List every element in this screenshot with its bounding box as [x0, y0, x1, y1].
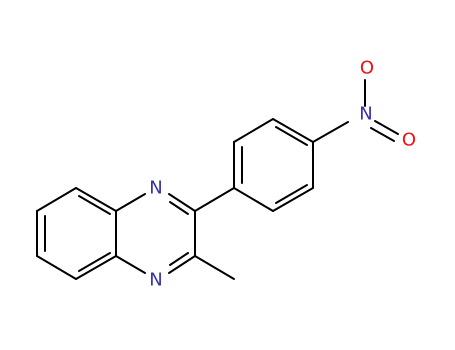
bond — [168, 255, 196, 274]
bond — [75, 187, 117, 212]
nitro-bond — [312, 121, 349, 143]
bond — [272, 118, 314, 143]
atom-o-right: O — [402, 130, 416, 151]
bond — [36, 255, 77, 280]
bond — [233, 118, 274, 143]
bond — [115, 255, 146, 274]
n-o-double-bond — [370, 127, 395, 142]
atom-n-top: N — [149, 178, 162, 199]
bond — [233, 187, 274, 212]
methyl-bond — [194, 255, 235, 280]
pyrazine-ring — [115, 193, 196, 274]
atom-o-top: O — [360, 58, 374, 79]
double-bond-inner — [78, 195, 111, 215]
double-bond-inner — [169, 252, 189, 266]
bond — [75, 255, 117, 280]
nitrophenyl-ring — [233, 118, 314, 212]
double-bond-inner — [275, 126, 308, 146]
double-bond-inner — [169, 201, 189, 215]
double-bond-inner — [78, 252, 111, 272]
bond — [272, 187, 314, 212]
double-bond-inner — [275, 184, 308, 204]
benzo-ring — [36, 187, 117, 280]
bond — [36, 187, 77, 212]
n-o-double-bond — [374, 120, 399, 135]
bond — [168, 193, 196, 212]
bond — [115, 193, 146, 212]
aryl-link-bond — [194, 187, 235, 212]
atom-n-bottom: N — [149, 270, 162, 291]
atom-n-nitro: N — [359, 104, 372, 125]
